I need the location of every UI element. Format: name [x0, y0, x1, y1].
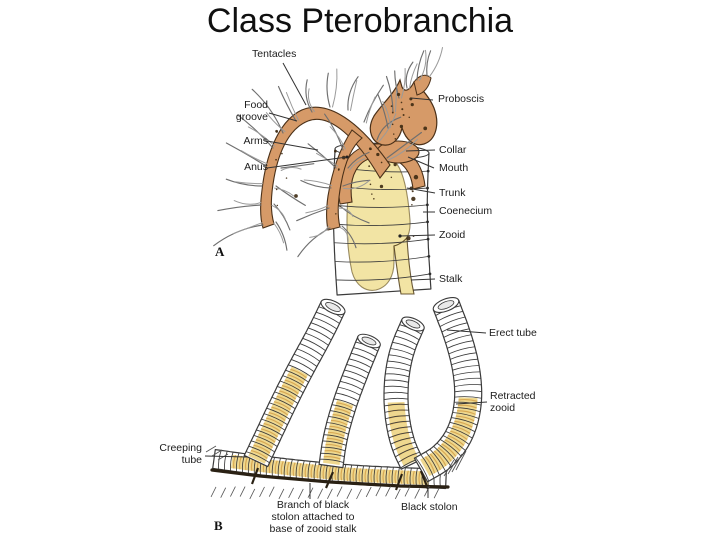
label-arms: Arms: [243, 135, 269, 147]
label-branch-of-black-stolon: Branch of black stolon attached to base …: [269, 499, 357, 535]
panel-letter-b: B: [214, 518, 223, 533]
slide-title: Class Pterobranchia: [206, 2, 514, 40]
label-erect-tube: Erect tube: [489, 327, 537, 339]
figure-a-zooid-body: [346, 157, 415, 295]
figure-b-black-stolon: [205, 445, 467, 500]
label-stalk: Stalk: [439, 273, 463, 285]
label-tentacles: Tentacles: [252, 48, 297, 60]
label-black-stolon: Black stolon: [401, 501, 458, 513]
label-anus: Anus: [244, 161, 268, 173]
figure-a-tentacles: [213, 47, 443, 258]
figure-b-colony: [212, 296, 483, 490]
figure-a-speckles: [275, 92, 428, 241]
leader-lines: [204, 62, 488, 499]
label-proboscis: Proboscis: [438, 93, 485, 105]
label-trunk: Trunk: [439, 187, 466, 199]
label-coenecium: Coenecium: [439, 205, 493, 217]
label-food-groove: Food groove: [235, 99, 268, 123]
panel-letter-a: A: [215, 244, 225, 259]
label-collar: Collar: [439, 144, 467, 156]
label-creeping-tube: Creeping tube: [159, 442, 202, 466]
label-mouth: Mouth: [439, 162, 469, 174]
label-zooid: Zooid: [439, 229, 466, 241]
label-retracted-zooid: Retracted zooid: [490, 390, 536, 414]
